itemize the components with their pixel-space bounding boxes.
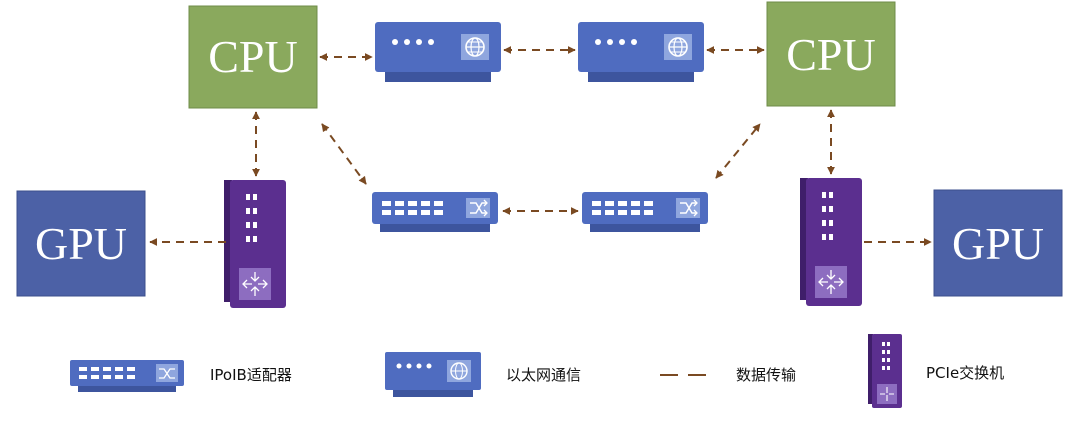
legend-pcie-label: PCIe交换机: [926, 364, 1004, 382]
gpu-right-node: GPU: [933, 189, 1063, 297]
legend-data-transfer-label: 数据传输: [736, 366, 796, 384]
ethernet-device-left: [375, 22, 501, 82]
globe-icon: [461, 34, 489, 60]
cpu-right-label: CPU: [786, 29, 875, 80]
pcie-switch-right: [800, 178, 862, 306]
link-ipoib-cpu-right: [715, 123, 761, 179]
shuffle-icon: [466, 198, 490, 218]
legend-ethernet-icon: [385, 352, 481, 397]
ethernet-device-right: [578, 22, 704, 82]
legend-ipoib-icon: [70, 360, 184, 392]
cpu-left-node: CPU: [188, 5, 318, 109]
gpu-right-label: GPU: [952, 218, 1044, 269]
cpu-right-node: CPU: [766, 1, 896, 107]
globe-icon: [664, 34, 692, 60]
legend: IPoIB适配器 以太网通信 数据传输 PCIe交换: [70, 334, 1004, 408]
legend-pcie-icon: [868, 334, 902, 408]
cpu-left-label: CPU: [208, 31, 297, 82]
router-icon: [815, 266, 847, 298]
legend-ethernet-label: 以太网通信: [506, 366, 581, 384]
legend-ipoib-label: IPoIB适配器: [210, 366, 292, 384]
pcie-switch-left: [224, 180, 286, 308]
ipoib-adapter-right: [582, 192, 708, 232]
gpu-left-label: GPU: [35, 218, 127, 269]
link-cpu-left-ipoib: [321, 123, 367, 185]
gpu-left-node: GPU: [16, 190, 146, 297]
shuffle-icon: [676, 198, 700, 218]
router-icon: [239, 268, 271, 300]
ipoib-adapter-left: [372, 192, 498, 232]
